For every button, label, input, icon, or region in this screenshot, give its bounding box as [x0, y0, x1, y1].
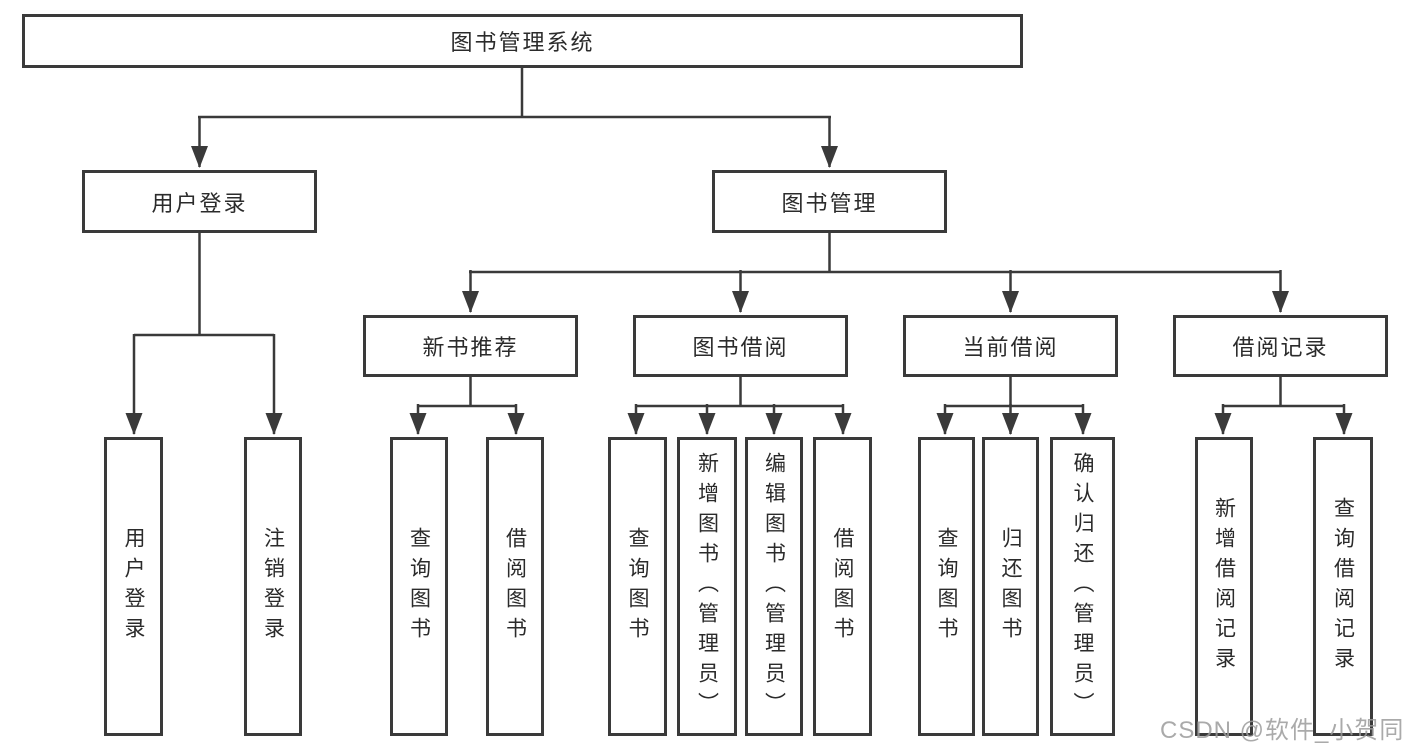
leaf-add-borrow-record: 新增借阅记录	[1195, 437, 1253, 736]
leaf-user-login: 用户登录	[104, 437, 163, 736]
csdn-watermark: CSDN @软件_小贺同学	[1160, 717, 1405, 744]
leaf-borrow-books-recommend: 借阅图书	[486, 437, 544, 736]
node-borrow-records: 借阅记录	[1173, 315, 1388, 377]
node-current-borrow: 当前借阅	[903, 315, 1118, 377]
leaf-add-book-admin: 新增图书（管理员）	[677, 437, 737, 736]
leaf-confirm-return-admin: 确认归还（管理员）	[1050, 437, 1115, 736]
node-user-login: 用户登录	[82, 170, 317, 233]
leaf-borrow-books: 借阅图书	[813, 437, 872, 736]
node-new-book-recommend: 新书推荐	[363, 315, 578, 377]
leaf-query-borrow-record: 查询借阅记录	[1313, 437, 1373, 736]
node-book-borrow: 图书借阅	[633, 315, 848, 377]
leaf-edit-book-admin: 编辑图书（管理员）	[745, 437, 803, 736]
leaf-query-books-borrow: 查询图书	[608, 437, 667, 736]
node-book-management: 图书管理	[712, 170, 947, 233]
leaf-query-books-current: 查询图书	[918, 437, 975, 736]
leaf-logout-login: 注销登录	[244, 437, 302, 736]
leaf-query-books-recommend: 查询图书	[390, 437, 448, 736]
leaf-return-book: 归还图书	[982, 437, 1039, 736]
node-library-management-system: 图书管理系统	[22, 14, 1023, 68]
